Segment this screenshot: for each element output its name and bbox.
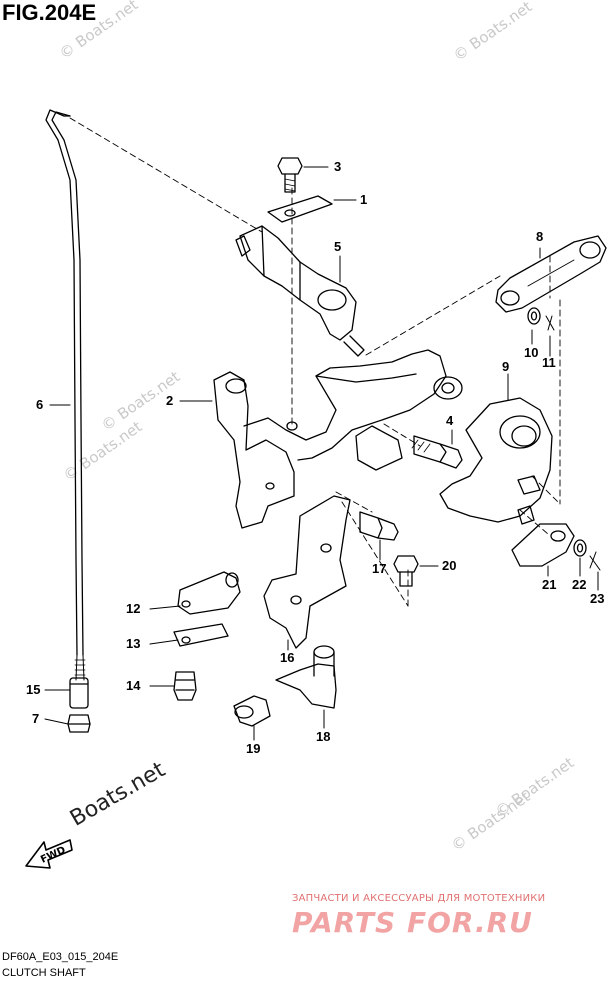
callout-13: 13	[126, 636, 141, 651]
nut-part-7	[67, 714, 91, 733]
callout-19: 19	[246, 741, 261, 756]
bolt-part-17	[359, 511, 399, 541]
arm-part-8	[495, 235, 607, 313]
washer-part-10	[527, 307, 541, 325]
bolt-part-4	[411, 435, 463, 469]
callout-23: 23	[590, 591, 605, 606]
callout-18: 18	[316, 729, 331, 744]
callout-22: 22	[572, 577, 587, 592]
callout-8: 8	[536, 229, 544, 244]
promo-tagline: ЗАПЧАСТИ И АКСЕССУАРЫ ДЛЯ МОТОТЕХНИКИ	[292, 893, 546, 904]
callout-20: 20	[442, 558, 457, 573]
cover-part-9	[439, 397, 553, 525]
clutch-rod-part-6	[45, 109, 86, 681]
bolt-part-14	[173, 671, 197, 701]
figure-caption: CLUTCH SHAFT	[2, 967, 86, 979]
lever-part-5	[235, 225, 365, 357]
callout-6: 6	[36, 397, 44, 412]
callout-11: 11	[542, 355, 556, 370]
bolt-part-20	[393, 555, 419, 587]
callout-16: 16	[280, 650, 295, 665]
plate-part-12	[177, 571, 241, 615]
callout-7: 7	[32, 711, 40, 726]
callout-3: 3	[334, 159, 342, 174]
bracket-part-2	[213, 349, 463, 529]
callout-1: 1	[360, 192, 368, 207]
pin-part-23	[589, 551, 601, 571]
callout-17: 17	[372, 561, 387, 576]
callout-15: 15	[26, 682, 41, 697]
holder-part-18	[275, 645, 337, 709]
bracket-part-16	[263, 495, 351, 649]
plate-part-1	[267, 195, 333, 223]
callout-2: 2	[166, 393, 174, 408]
callout-5: 5	[334, 239, 342, 254]
pin-part-11	[545, 315, 555, 331]
forward-arrow-icon: FWD	[25, 839, 73, 869]
washer-part-22	[573, 539, 587, 557]
plate-part-13	[173, 623, 229, 647]
callout-4: 4	[446, 413, 454, 428]
connector-part-15	[69, 677, 89, 709]
bushing-part-19	[233, 695, 271, 727]
promo-logo: PARTS FOR.RU	[292, 906, 533, 939]
figure-code: DF60A_E03_015_204E	[2, 951, 119, 963]
callout-12: 12	[126, 601, 141, 616]
figure-title: FIG.204E	[2, 0, 97, 25]
callout-14: 14	[126, 678, 141, 693]
callout-9: 9	[502, 359, 510, 374]
link-part-21	[511, 523, 575, 567]
callout-21: 21	[542, 577, 557, 592]
bolt-part-3	[277, 157, 303, 193]
callout-10: 10	[524, 345, 539, 360]
